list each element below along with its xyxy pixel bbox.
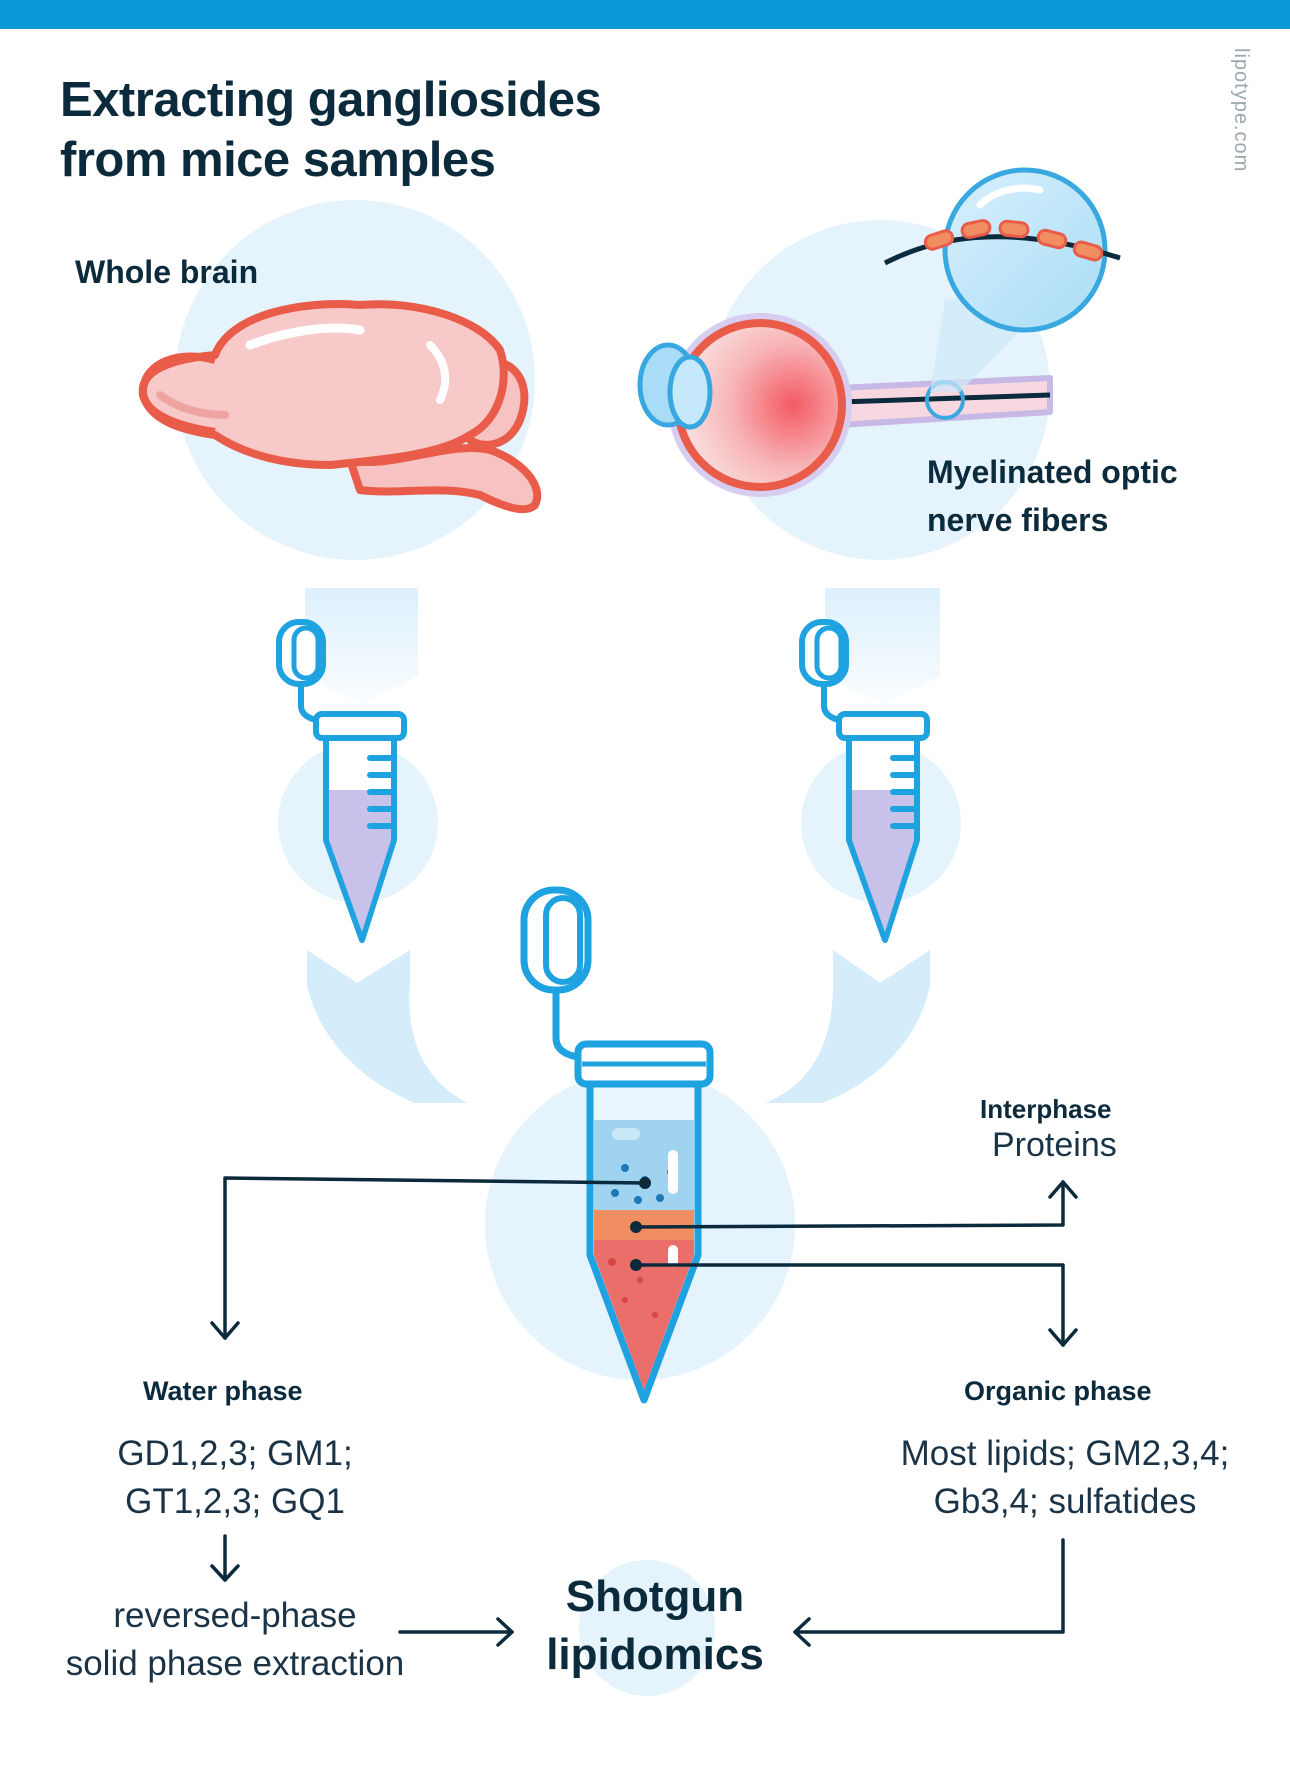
eye-lens (667, 354, 713, 430)
connector-dots (630, 1177, 651, 1271)
interphase-connector (634, 1180, 1065, 1229)
shotgun-line-2: lipidomics (546, 1630, 764, 1679)
brain-bulb (139, 352, 217, 436)
water-shine (612, 1128, 640, 1140)
tube-cap-inner (814, 625, 844, 681)
dot (611, 1189, 619, 1197)
dot (622, 1297, 628, 1303)
spe-step-line-2: solid phase extraction (65, 1644, 405, 1683)
optic-nerve-label-line-1: Myelinated optic (927, 454, 1178, 490)
spe-step-label: reversed-phase solid phase extraction (40, 1592, 430, 1688)
dot (608, 1258, 616, 1266)
interphase-connector-arrowhead (1048, 1180, 1078, 1199)
organic-to-shotgun-arrowhead (793, 1617, 811, 1647)
brain-highlight (245, 323, 365, 350)
shotgun-line-1: Shotgun (565, 1572, 745, 1621)
right-curved-arrow (765, 950, 930, 1103)
organic-connector-arrowhead (1048, 1328, 1078, 1347)
interphase-content: Proteins (992, 1126, 1117, 1164)
brain-illustration (138, 300, 542, 514)
brain-highlight-2 (426, 341, 450, 404)
tube-left (276, 619, 407, 943)
water-origin-dot (639, 1177, 651, 1189)
organic-to-shotgun-arrow (793, 1538, 1065, 1634)
shotgun-bg-circle (579, 1560, 715, 1696)
organic-phase-title: Organic phase (964, 1376, 1152, 1406)
water-phase-line-2: GT1,2,3; GQ1 (125, 1482, 345, 1521)
flow-arrows (305, 588, 940, 1103)
water-connector-arrowhead (210, 1321, 240, 1340)
tube-cap-inner (543, 895, 583, 985)
tube-shine (668, 1150, 678, 1194)
interphase-title: Interphase (980, 1094, 1112, 1124)
left-down-arrow (305, 588, 418, 704)
spe-step-line-1: reversed-phase (113, 1596, 357, 1635)
myelin-segment (1072, 240, 1104, 262)
tube-graduations (890, 755, 918, 829)
interphase-layer (594, 1210, 694, 1240)
tube-shine-2 (668, 1245, 678, 1267)
myelin-segment (923, 229, 955, 251)
title-line-1: Extracting gangliosides (60, 73, 602, 127)
tube-rim (836, 711, 930, 741)
myelin-segment (1036, 228, 1068, 250)
spe-to-shotgun-arrowhead (496, 1617, 514, 1647)
tube-graduations (367, 755, 395, 829)
myelin-segment (960, 219, 992, 239)
right-down-arrow (825, 588, 940, 704)
dot (656, 1194, 664, 1202)
connector-lines (210, 1176, 1078, 1647)
watermark: lipotype.com (1230, 48, 1252, 173)
water-to-spe-arrowhead (210, 1564, 240, 1582)
dot (621, 1164, 629, 1172)
water-connector (223, 1176, 647, 1340)
water-phase-title: Water phase (143, 1376, 303, 1406)
page-title: Extracting gangliosides from mice sample… (60, 70, 602, 190)
organic-origin-dot (630, 1259, 642, 1271)
organic-connector (634, 1263, 1065, 1347)
interphase-origin-dot (630, 1221, 642, 1233)
dot (634, 1196, 642, 1204)
eye-illustration (637, 167, 1121, 497)
water-phase-content: GD1,2,3; GM1; GT1,2,3; GQ1 (70, 1430, 400, 1526)
myelin-segments (923, 219, 1104, 262)
top-accent-bar (0, 0, 1290, 29)
organic-dots (608, 1258, 658, 1318)
dot (637, 1277, 643, 1283)
organic-phase-line-1: Most lipids; GM2,3,4; (900, 1434, 1230, 1473)
organic-phase-content: Most lipids; GM2,3,4; Gb3,4; sulfatides (880, 1430, 1250, 1526)
shotgun-lipidomics-label: Shotgun lipidomics (520, 1568, 790, 1684)
water-phase-layer (594, 1120, 694, 1210)
left-curved-arrow (307, 950, 468, 1103)
optic-nerve-label: Myelinated optic nerve fibers (927, 448, 1178, 544)
organic-phase-layer (594, 1240, 694, 1390)
brain-shade (156, 391, 229, 419)
zoom-lens-shine (976, 184, 1044, 209)
optic-nerve-fiber (839, 392, 1051, 405)
water-phase-line-1: GD1,2,3; GM1; (117, 1434, 353, 1473)
organic-phase-line-2: Gb3,4; sulfatides (933, 1482, 1197, 1521)
title-line-2: from mice samples (60, 133, 496, 187)
dot (652, 1312, 658, 1318)
optic-nerve-label-line-2: nerve fibers (927, 502, 1109, 538)
myelin-segment (998, 219, 1030, 239)
tube-cap-inner (291, 625, 321, 681)
tube-rim (313, 711, 407, 741)
tube-right (799, 619, 930, 943)
whole-brain-label: Whole brain (75, 254, 259, 290)
tube-central (520, 886, 714, 1404)
zoom-lens (942, 167, 1108, 333)
